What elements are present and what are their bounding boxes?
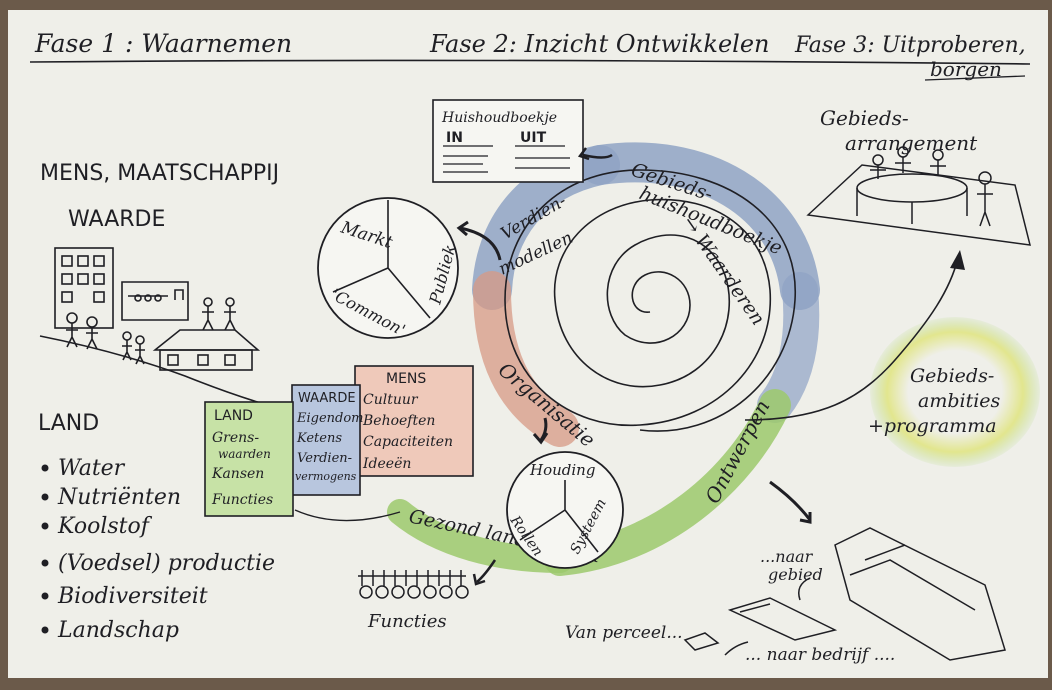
bullet-landschap: Landschap	[57, 618, 179, 643]
huishoudboekje-card: Huishoudboekje IN UIT	[432, 99, 584, 183]
land-box-item: Grens-	[212, 430, 259, 446]
waarde-box-item: Eigendom	[296, 411, 364, 426]
naar-bedrijf: ... naar bedrijf ....	[745, 645, 895, 665]
gebiedsarrangement-line2: arrangement	[845, 131, 978, 155]
huishoudboekje-uit: UIT	[520, 130, 547, 146]
bullet-dot	[41, 592, 49, 600]
mens-box-item: Capaciteiten	[363, 434, 453, 450]
waarde-box: WAARDE Eigendom Ketens Verdien- vermogen…	[291, 384, 364, 496]
mens-box: MENS Cultuur Behoeften Capaciteiten Idee…	[354, 365, 474, 477]
arrowhead	[472, 573, 486, 586]
huishoudboekje-in: IN	[446, 130, 463, 146]
connector-land-spiral	[294, 509, 401, 522]
bullet-biodiversiteit: Biodiversiteit	[57, 584, 208, 609]
mens-box-item: Ideeën	[362, 456, 411, 472]
bullet-dot	[41, 493, 49, 501]
arrowhead	[456, 220, 469, 237]
arrow-to-arrangement	[744, 257, 959, 421]
phase3-label: Fase 3: Uitproberen,	[794, 33, 1026, 58]
ambities-line1: Gebieds-	[910, 365, 994, 387]
phase1-label: Fase 1 : Waarnemen	[34, 29, 292, 58]
land-box: LAND Grens- waarden Kansen Functies	[204, 401, 294, 517]
bullet-water: Water	[58, 456, 126, 481]
arrow-naar-bedrijf	[724, 641, 749, 656]
waarde-box-item: Ketens	[296, 431, 342, 446]
bullet-dot	[41, 559, 49, 567]
arrow-functies	[476, 559, 497, 583]
waarde-heading: WAARDE	[68, 207, 165, 232]
gebiedsarrangement-line1: Gebieds-	[820, 106, 909, 130]
ambities-line3: +programma	[868, 415, 997, 437]
land-box-item: waarden	[218, 447, 271, 461]
functies-label: Functies	[367, 611, 447, 632]
village-sketch	[39, 247, 286, 411]
arrowhead	[577, 147, 590, 161]
land-box-item: Functies	[211, 492, 273, 508]
waarde-box-item: Verdien-	[297, 451, 352, 466]
ambities-line2: ambities	[918, 390, 1001, 412]
bullet-dot	[41, 464, 49, 472]
land-heading: LAND	[38, 411, 99, 436]
land-box-item: Kansen	[211, 466, 264, 482]
arrow-market	[459, 226, 502, 261]
huishoudboekje-title: Huishoudboekje	[441, 110, 557, 126]
arrow-naar-gebied	[798, 577, 811, 601]
functies-icon	[358, 570, 469, 599]
bullet-koolstof: Koolstof	[57, 514, 153, 539]
houding-circle: Houding Rollen Systeem	[506, 451, 624, 569]
mens-box-item: Cultuur	[363, 392, 419, 408]
arrowhead	[799, 512, 812, 524]
mens-box-title: MENS	[386, 371, 426, 387]
phase2-label: Fase 2: Inzicht Ontwikkelen	[429, 30, 770, 58]
bullet-dot	[41, 522, 49, 530]
parcel-sketch	[683, 527, 1006, 661]
mens-maatschappij-heading: MENS, MAATSCHAPPIJ	[40, 161, 279, 186]
arrowhead	[950, 250, 965, 270]
meeting-table-sketch	[806, 146, 1031, 246]
mens-box-item: Behoeften	[362, 413, 435, 429]
spiral-line	[504, 169, 796, 432]
bullet-dot	[41, 626, 49, 634]
land-box-title: LAND	[214, 408, 253, 424]
header-underline	[29, 59, 1031, 65]
arrow-huishoudboekje	[582, 153, 613, 159]
naar-gebied-1: ...naar	[760, 547, 814, 566]
houding-label: Houding	[529, 461, 595, 479]
van-perceel: Van perceel...	[565, 623, 683, 643]
land-bullets: Water Nutriënten Koolstof (Voedsel) prod…	[41, 456, 275, 643]
waarde-box-item: vermogens	[295, 470, 357, 483]
ambities-glow	[870, 317, 1040, 467]
borgen-underline	[924, 75, 1026, 81]
bullet-voedselproductie: (Voedsel) productie	[58, 551, 275, 576]
arrowhead	[532, 432, 549, 445]
arrow-to-scale	[769, 480, 812, 521]
bullet-nutrienten: Nutriënten	[57, 485, 181, 510]
naar-gebied-2: gebied	[768, 565, 823, 584]
waarde-box-title: WAARDE	[298, 391, 356, 406]
